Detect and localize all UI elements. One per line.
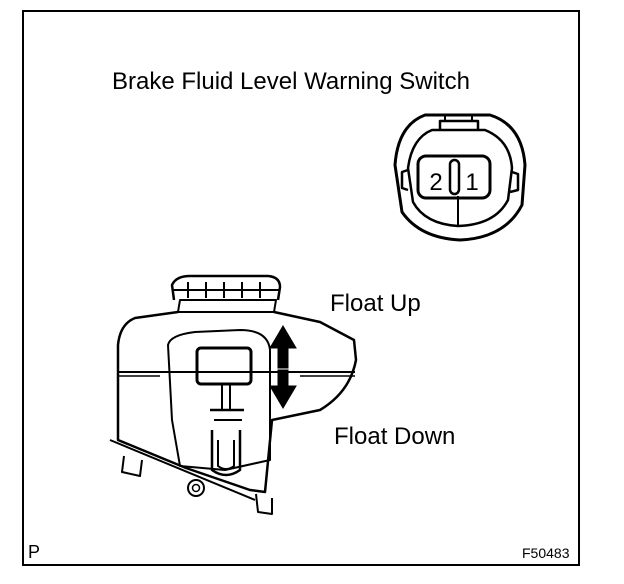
- float-direction-arrows: [269, 325, 297, 409]
- page-marker: P: [28, 542, 41, 562]
- float-up-label: Float Up: [330, 290, 421, 317]
- figure-code: F50483: [522, 545, 570, 561]
- arrow-down-icon: [269, 369, 297, 409]
- arrow-up-icon: [269, 325, 297, 369]
- reservoir-illustration: [109, 274, 358, 515]
- connector-illustration: [393, 113, 527, 242]
- connector-pin-1: 1: [465, 169, 478, 196]
- diagram-title: Brake Fluid Level Warning Switch: [112, 68, 470, 95]
- connector-pin-2: 2: [429, 169, 442, 196]
- float-down-label: Float Down: [334, 423, 456, 450]
- diagram-frame: [22, 10, 580, 566]
